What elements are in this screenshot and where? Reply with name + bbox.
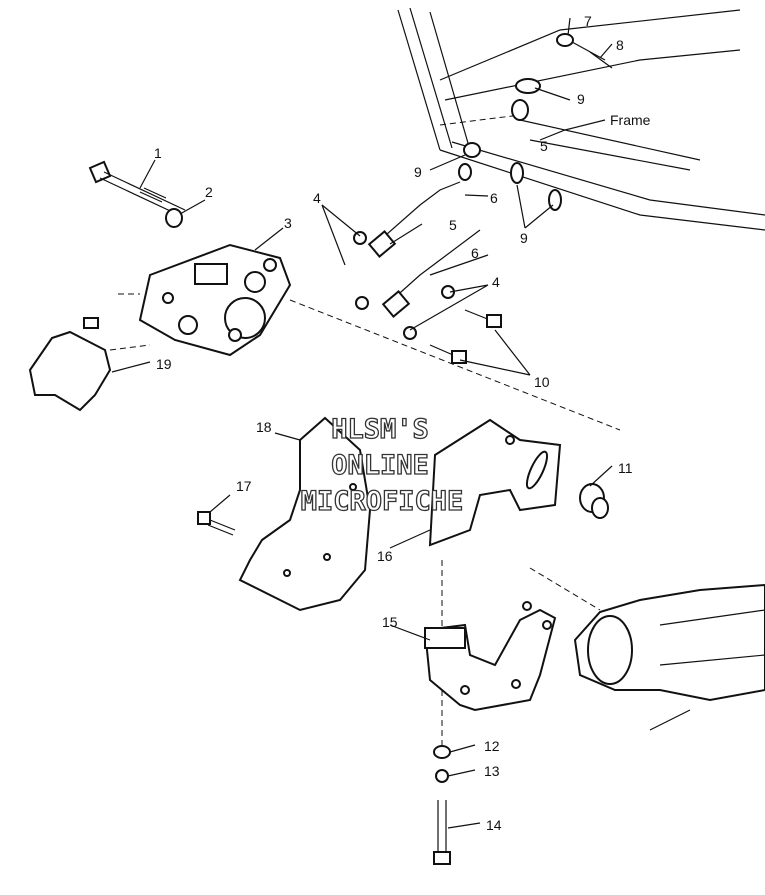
bolt-14: [433, 800, 451, 865]
callout-13: 13: [484, 763, 500, 779]
callout-9: 9: [414, 164, 422, 180]
cable-clips: [458, 33, 613, 211]
frame: [397, 7, 765, 231]
alignment-lines: [109, 293, 151, 351]
callout-6: 6: [490, 190, 498, 206]
bolts-10: [429, 309, 502, 364]
callout-11: 11: [618, 460, 633, 476]
callout-8: 8: [616, 37, 624, 53]
mounting-plate-18: [238, 416, 372, 612]
callout-2: 2: [205, 184, 213, 200]
brake-pad-19: [28, 317, 112, 412]
watermark-line-3: MICROFICHE: [301, 486, 464, 517]
callout-12: 12: [484, 738, 500, 754]
watermark-line-2: ONLINE: [331, 450, 429, 481]
callout-16: 16: [377, 548, 393, 564]
callout-7: 7: [584, 13, 592, 29]
axle-housing: [573, 583, 765, 731]
leader-lines: [111, 17, 613, 829]
callout-3: 3: [284, 215, 292, 231]
bolt-1: [88, 160, 186, 217]
callout-5: 5: [449, 217, 457, 233]
washer-2: [165, 208, 183, 228]
callout-6: 6: [471, 245, 479, 261]
callout-9: 9: [520, 230, 528, 246]
lock-washer-13: [435, 769, 449, 783]
bushing-11: [579, 483, 609, 519]
brake-caliper-3: [138, 243, 292, 357]
callout-10: 10: [534, 374, 550, 390]
bracket-16: [428, 418, 562, 547]
callout-4: 4: [313, 190, 321, 206]
callout-5: 5: [540, 138, 548, 154]
callout-9: 9: [577, 91, 585, 107]
callout-1: 1: [154, 145, 162, 161]
watermark-line-1: HLSM'S: [331, 414, 429, 445]
callout-14: 14: [486, 817, 502, 833]
washer-12: [433, 745, 451, 759]
callout-15: 15: [382, 614, 398, 630]
brake-lines: [353, 181, 481, 340]
callout-19: 19: [156, 356, 172, 372]
bracket-15: [423, 601, 557, 712]
callout-frame: Frame: [610, 112, 651, 128]
bolt-17: [197, 511, 236, 536]
callout-4: 4: [492, 274, 500, 290]
callout-18: 18: [256, 419, 272, 435]
callout-17: 17: [236, 478, 252, 494]
